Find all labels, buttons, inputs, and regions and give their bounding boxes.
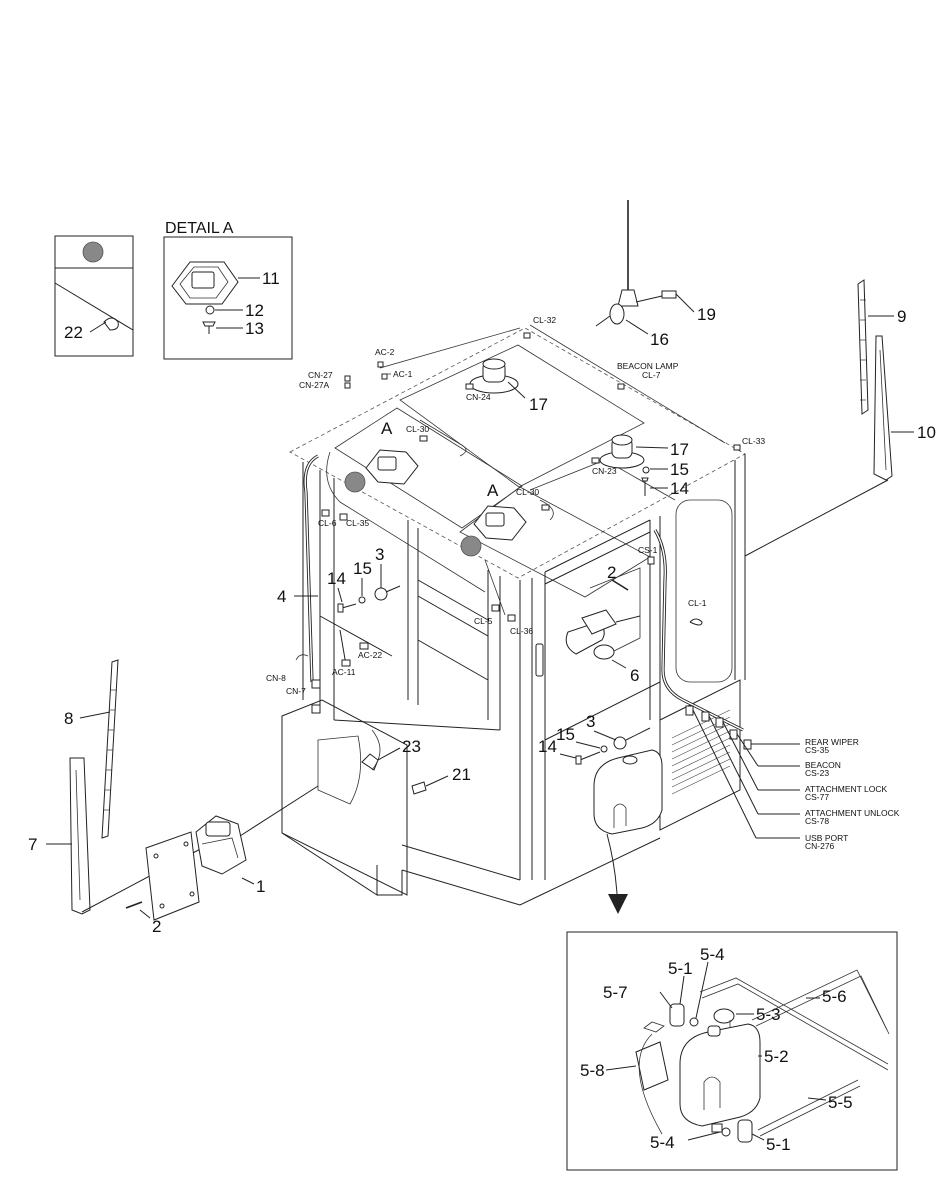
callout-8: 8 xyxy=(64,709,73,728)
callout-7: 7 xyxy=(28,835,37,854)
conn-ac-1: AC-1 xyxy=(393,369,413,379)
rear-wiper: 9 10 xyxy=(744,279,936,557)
legend-name-2: BEACON xyxy=(805,760,841,770)
callout-2-b: 2 xyxy=(607,563,616,582)
callout-5-3: 5-3 xyxy=(756,1005,781,1024)
conn-cn-8: CN-8 xyxy=(266,673,286,683)
detail-a-box: DETAIL A 11 12 13 xyxy=(163,220,293,360)
conn-ac-11: AC-11 xyxy=(332,667,356,677)
legend-name-3: ATTACHMENT LOCK xyxy=(805,784,888,794)
legend-name-4: ATTACHMENT UNLOCK xyxy=(805,808,900,818)
conn-cl-32: CL-32 xyxy=(533,315,556,325)
callout-14-a: 14 xyxy=(327,569,346,588)
callout-6: 6 xyxy=(630,666,639,685)
callout-15-a: 15 xyxy=(353,559,372,578)
cab-callouts: 4 14 15 3 2 6 3 15 14 23 21 AC-2 AC-1 CN… xyxy=(266,315,765,784)
conn-cl-36: CL-36 xyxy=(510,626,533,636)
legend-code-5: CN-276 xyxy=(805,841,835,851)
legend-code-2: CS-23 xyxy=(805,768,829,778)
callout-14-c: 14 xyxy=(670,479,689,498)
callout-11: 11 xyxy=(262,269,280,288)
conn-cl-30-a: CL-30 xyxy=(406,424,429,434)
callout-5-1-a: 5-1 xyxy=(668,959,693,978)
callout-2-a: 2 xyxy=(152,917,161,936)
legend-name-1: REAR WIPER xyxy=(805,737,859,747)
front-wiper: 8 7 2 1 xyxy=(28,659,449,936)
washer-tank-detail: 5-1 5-4 5-7 5-6 5-3 5-2 5-8 5-5 5-4 5-1 xyxy=(566,931,898,1171)
conn-cn-27a: CN-27A xyxy=(299,380,330,390)
callout-5-4-a: 5-4 xyxy=(700,945,725,964)
conn-cn-24: CN-24 xyxy=(466,392,491,402)
connector-legend: REAR WIPER CS-35 BEACON CS-23 ATTACHMENT… xyxy=(685,705,900,851)
legend-code-4: CS-78 xyxy=(805,816,829,826)
conn-cl-7: CL-7 xyxy=(642,370,661,380)
callout-10: 10 xyxy=(917,423,936,442)
callout-5-4-b: 5-4 xyxy=(650,1133,675,1152)
callout-1: 1 xyxy=(256,877,265,896)
callout-5-5: 5-5 xyxy=(828,1093,853,1112)
conn-beacon-lamp: BEACON LAMP xyxy=(617,361,679,371)
callout-19: 19 xyxy=(697,305,716,324)
antenna-assembly: 16 19 xyxy=(595,200,716,349)
callout-14-b: 14 xyxy=(538,737,557,756)
callout-5-8: 5-8 xyxy=(580,1061,605,1080)
legend-name-5: USB PORT xyxy=(805,833,848,843)
conn-ac-2: AC-2 xyxy=(375,347,395,357)
conn-cn-23: CN-23 xyxy=(592,466,617,476)
callout-4: 4 xyxy=(277,587,286,606)
clamp-dot-left xyxy=(344,471,366,493)
conn-cn-27: CN-27 xyxy=(308,370,333,380)
callout-3-b: 3 xyxy=(586,712,595,731)
legend-code-3: CS-77 xyxy=(805,792,829,802)
callout-9: 9 xyxy=(897,307,906,326)
callout-3-a: 3 xyxy=(375,545,384,564)
conn-cl-30-b: CL-30 xyxy=(516,487,539,497)
conn-cl-6: CL-6 xyxy=(318,518,337,528)
clamp-dot-right xyxy=(460,535,482,557)
conn-cn-7: CN-7 xyxy=(286,686,306,696)
callout-5-6: 5-6 xyxy=(822,987,847,1006)
cab-roof: A A 17 17 15 14 xyxy=(289,324,746,598)
conn-cl-1: CL-1 xyxy=(688,598,707,608)
view-marker-a-right: A xyxy=(487,481,499,500)
callout-5-2: 5-2 xyxy=(764,1047,789,1066)
conn-ac-22: AC-22 xyxy=(358,650,382,660)
detail-a-title: DETAIL A xyxy=(165,220,234,237)
detail-22-box: 22 xyxy=(54,235,134,357)
callout-22: 22 xyxy=(64,323,83,342)
callout-12: 12 xyxy=(245,301,264,320)
callout-15-b: 15 xyxy=(556,725,575,744)
callout-13: 13 xyxy=(245,319,264,338)
callout-21: 21 xyxy=(452,765,471,784)
conn-cl-33: CL-33 xyxy=(742,436,765,446)
callout-16: 16 xyxy=(650,330,669,349)
conn-cs-1: CS-1 xyxy=(638,545,658,555)
callout-23: 23 xyxy=(402,737,421,756)
callout-5-1-b: 5-1 xyxy=(766,1135,791,1154)
callout-17-b: 17 xyxy=(670,440,689,459)
legend-code-1: CS-35 xyxy=(805,745,829,755)
callout-17-a: 17 xyxy=(529,395,548,414)
callout-5-7: 5-7 xyxy=(603,983,628,1002)
conn-cl-5: CL-5 xyxy=(474,616,493,626)
conn-cl-35: CL-35 xyxy=(346,518,369,528)
view-marker-a-left: A xyxy=(381,419,393,438)
callout-15-c: 15 xyxy=(670,460,689,479)
